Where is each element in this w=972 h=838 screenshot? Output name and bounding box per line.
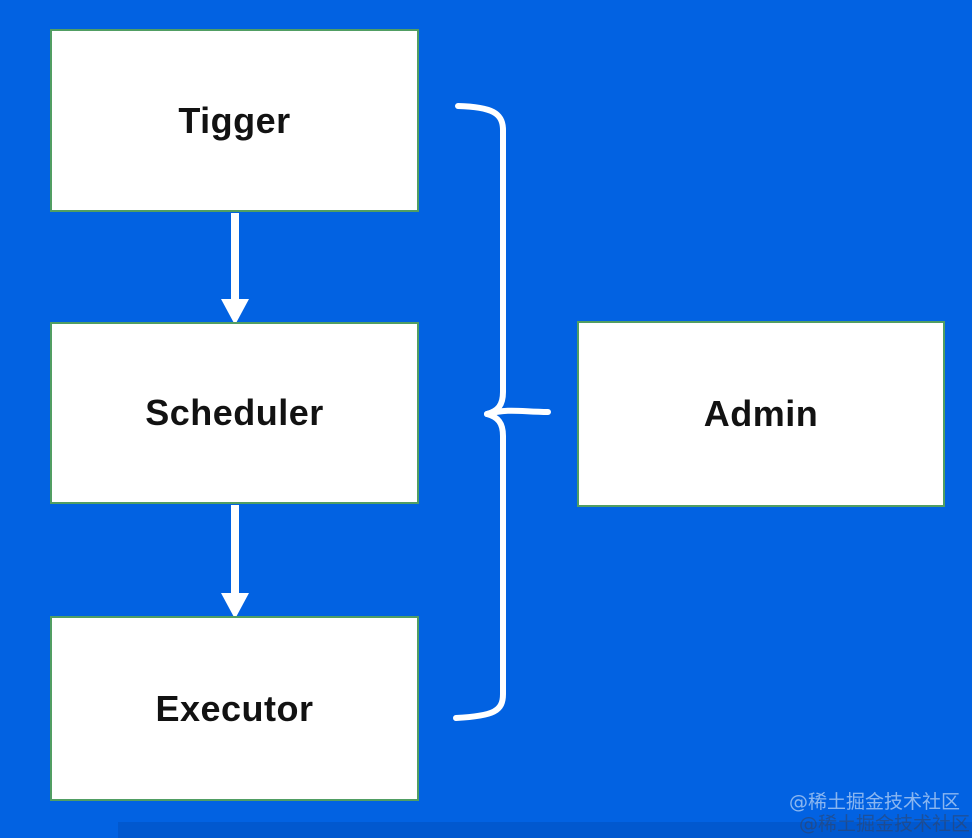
watermark-line2: @稀土掘金技术社区 xyxy=(798,813,970,835)
brace-group-to-admin xyxy=(453,103,551,721)
arrow-scheduler-to-executor xyxy=(221,505,249,619)
node-scheduler: Scheduler xyxy=(50,322,419,504)
node-tigger-label: Tigger xyxy=(178,99,291,141)
node-executor: Executor xyxy=(50,616,419,801)
bottom-shade-band xyxy=(118,822,972,838)
node-admin-label: Admin xyxy=(703,393,819,434)
node-admin: Admin xyxy=(577,321,945,507)
node-executor-label: Executor xyxy=(155,687,314,729)
node-scheduler-label: Scheduler xyxy=(145,392,324,433)
arrow-tigger-to-scheduler xyxy=(221,213,249,325)
node-tigger: Tigger xyxy=(50,29,419,212)
watermark-line1: @稀土掘金技术社区 xyxy=(788,791,960,813)
